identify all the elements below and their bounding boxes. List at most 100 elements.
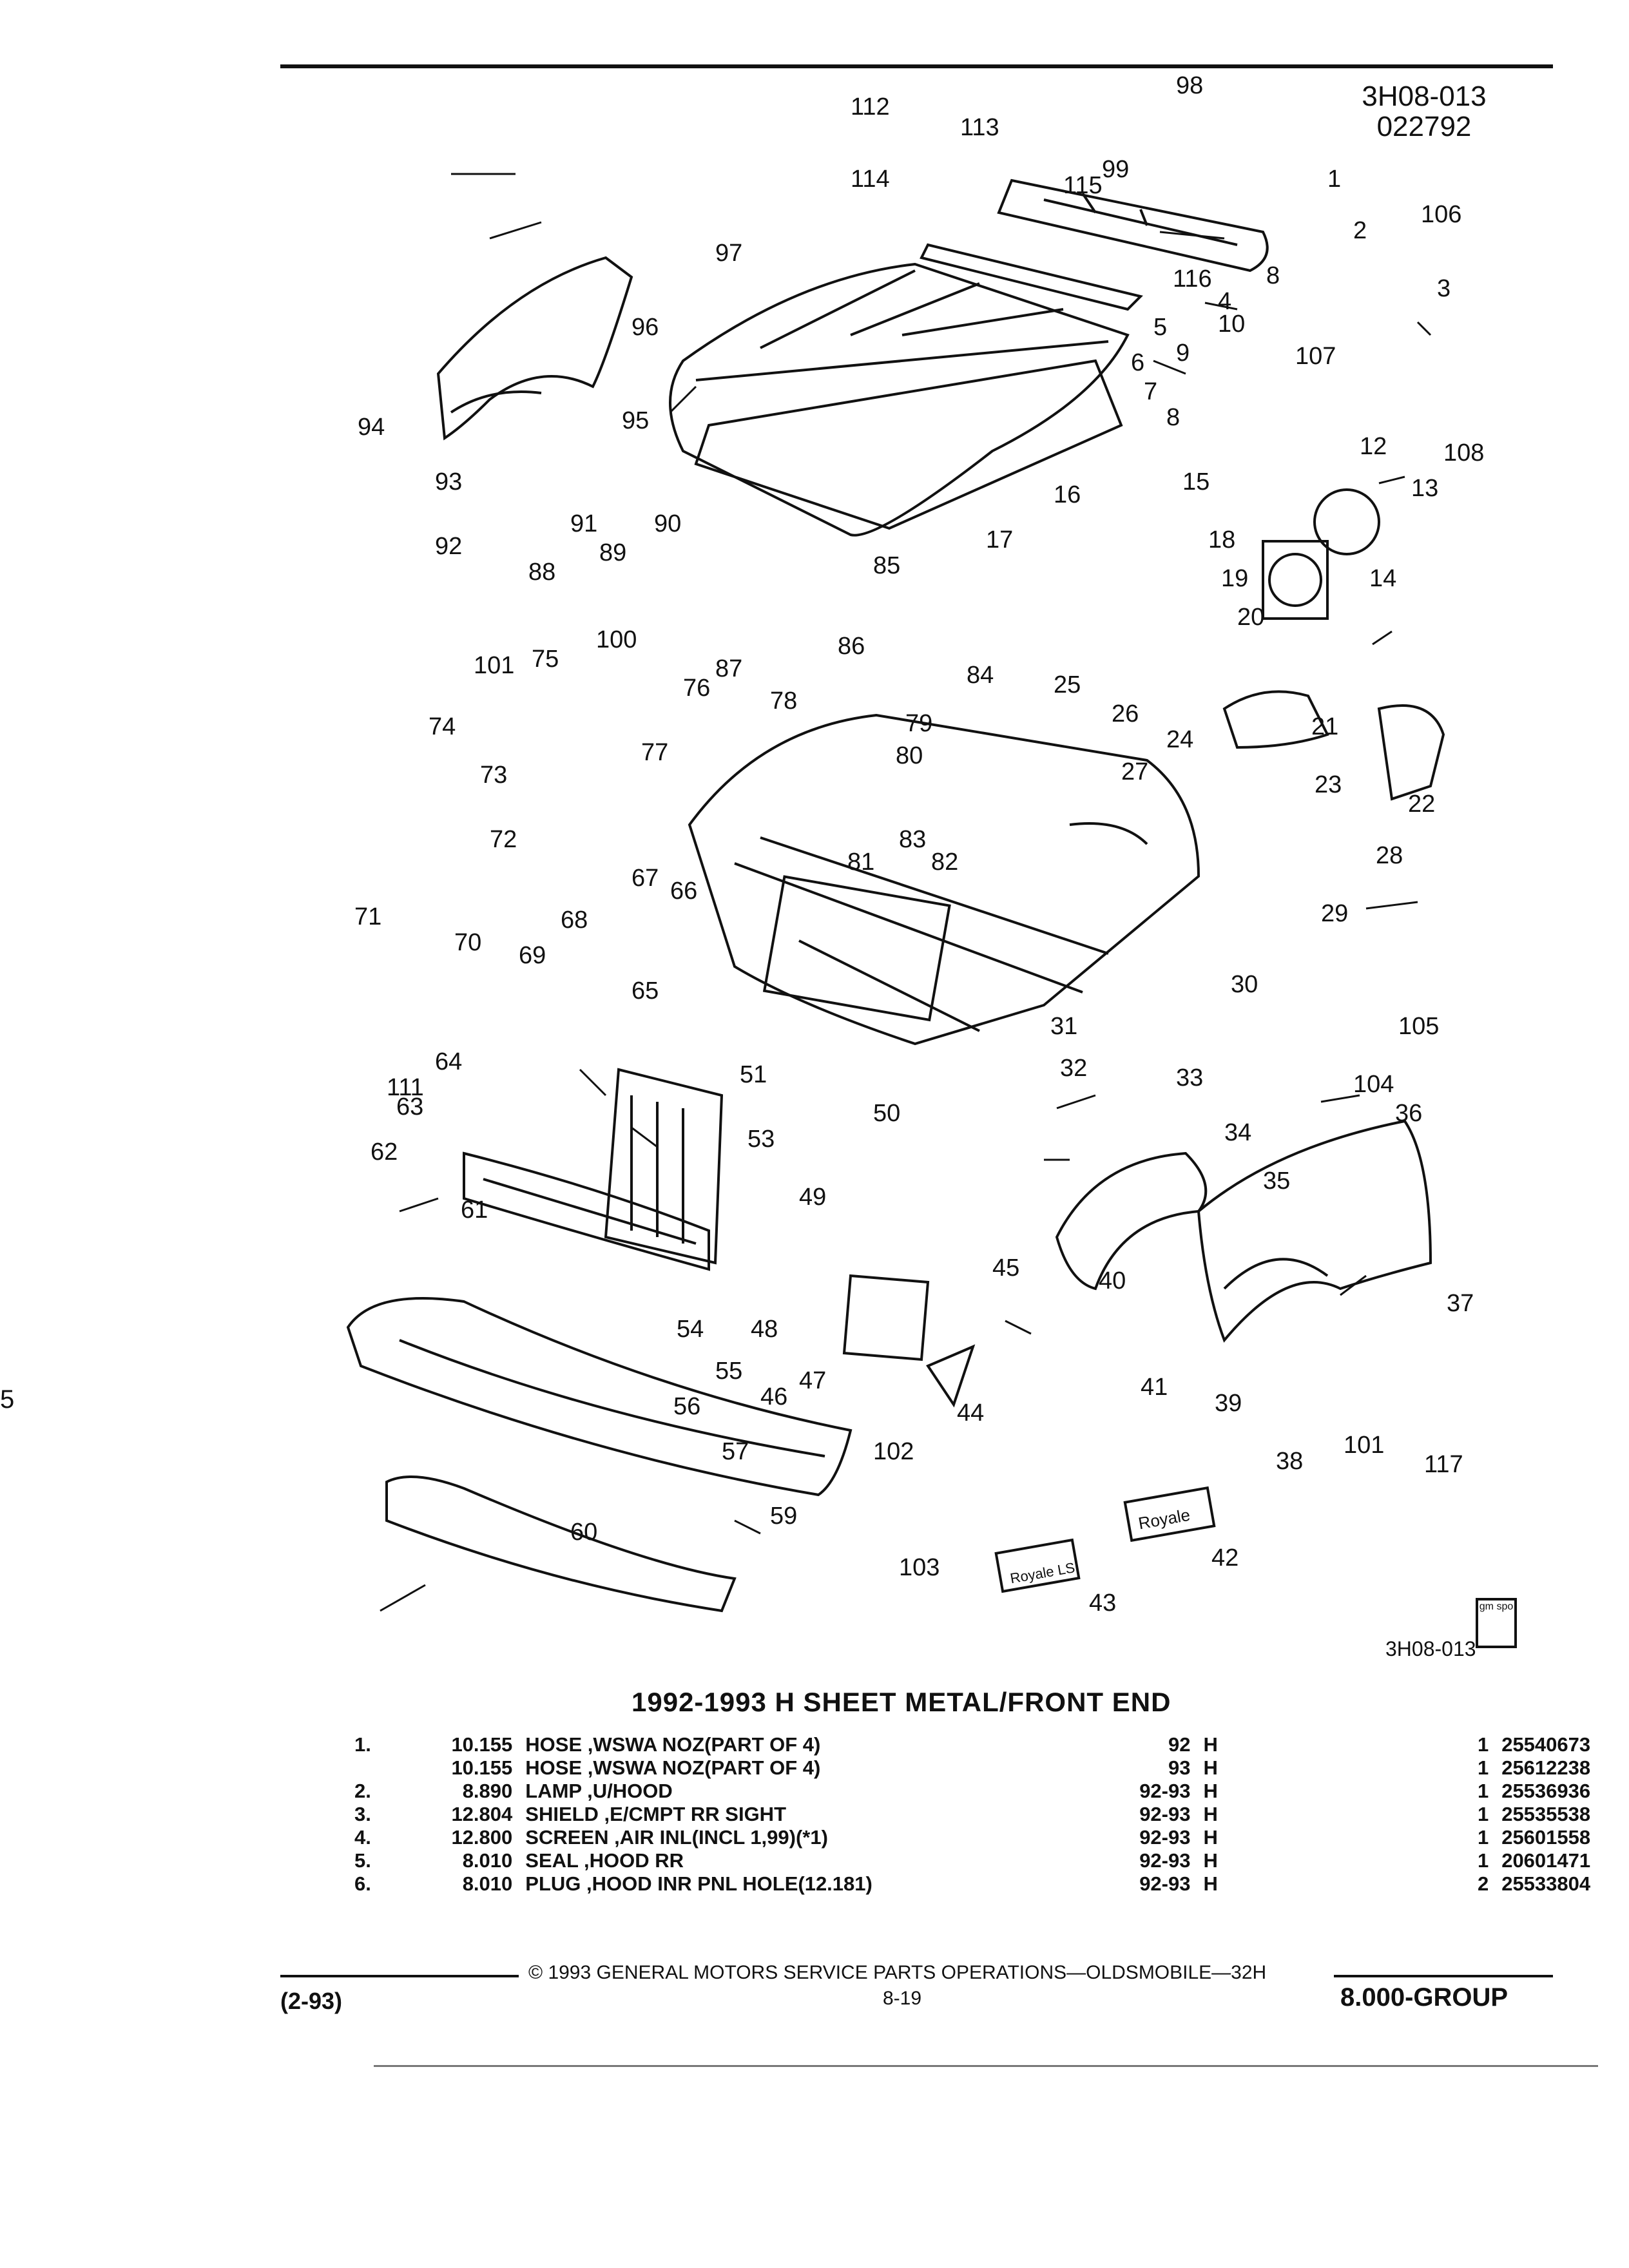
callout-44: 44 [957,1399,984,1427]
part-code: 10.155 [451,1756,513,1779]
part-number: 25536936 [1501,1780,1591,1802]
callout-17: 17 [986,526,1013,553]
callout-5: 5 [1153,314,1167,341]
callout-79: 78 [770,687,797,715]
part-years: 93 [1168,1756,1191,1779]
callout-15: 15 [1182,468,1210,495]
part-series: H [1203,1780,1218,1802]
callout-71: 70 [454,929,481,956]
callout-2: 2 [1353,217,1367,244]
callout-84: 83 [899,826,926,853]
part-series: H [1203,1803,1218,1825]
callout-9: 9 [1176,340,1190,367]
callout-1: 1 [1327,166,1341,193]
figure-code: 3H08-013 [1362,81,1487,112]
hood-drawing [669,262,1130,537]
part-code: 8.010 [462,1872,513,1895]
part-code: 10.155 [451,1733,513,1756]
callout-42: 42 [1211,1544,1239,1571]
callout-30: 30 [1231,971,1258,998]
callout-64: 63 [396,1093,423,1120]
part-number: 25601558 [1501,1826,1591,1849]
part-number: 25540673 [1501,1733,1591,1756]
cowl-screen-drawing [920,178,1269,311]
callout-33: 33 [1176,1064,1203,1091]
callout-23: 23 [1315,771,1342,798]
part-number: 25533804 [1501,1872,1591,1895]
part-description: LAMP ,U/HOOD [525,1780,673,1802]
callout-53: 51 [740,1061,767,1088]
callout-114: 113 [960,114,999,141]
callout-25: 25 [1054,671,1081,698]
callout-45: 45 [992,1254,1019,1282]
right-fender-drawing [1197,1119,1432,1343]
part-description: HOSE ,WSWA NOZ(PART OF 4) [525,1756,821,1779]
callout-19: 19 [1221,565,1248,592]
callout-82: 81 [847,849,874,876]
footer-rule-left [280,1975,519,1977]
part-years: 92-93 [1139,1872,1191,1895]
callout-89: 88 [528,559,555,586]
callout-14: 14 [1369,565,1396,592]
callout-96: 95 [622,407,649,434]
callout-62: 61 [461,1196,488,1224]
part-index: 6. [354,1872,371,1895]
date-code: 022792 [1376,111,1472,142]
callout-81: 80 [896,742,923,769]
emblem-label-royale: Royale [1137,1505,1191,1533]
callout-118: 117 [1424,1451,1463,1478]
callout-56: 55 [715,1358,742,1385]
part-index: 3. [354,1803,371,1825]
part-years: 92-93 [1139,1849,1191,1872]
callout-8a: 8 [1266,262,1280,289]
callout-43: 43 [1089,1590,1116,1617]
callout-75: 74 [429,713,456,740]
part-index: 2. [354,1780,371,1802]
callout-102: 101 [1344,1432,1384,1459]
air-duct-drawing [1222,690,1445,801]
callout-86: 85 [873,552,900,579]
revision-code: (2-93) [280,1988,343,2014]
callout-110: 107 [1295,343,1336,370]
exploded-parts-diagram: Royale LS Royale 112 113 98 99 1 114 115… [346,72,1484,1660]
callout-97: 96 [631,314,659,341]
callout-101a: 100 [596,626,637,653]
callout-21: 21 [1311,713,1338,740]
part-qty: 1 [1477,1756,1489,1779]
callout-36: 36 [1395,1100,1422,1127]
callout-104: 102 [873,1438,914,1465]
callout-34: 34 [1224,1119,1251,1146]
gm-spo-badge: gm spo [1476,1598,1517,1648]
callout-48: 46 [760,1383,787,1410]
part-years: 92 [1168,1733,1191,1756]
callout-67: 66 [670,878,697,905]
callout-37: 37 [1447,1290,1474,1317]
footer-rule-right [1334,1975,1553,1977]
callout-87: 86 [838,633,865,660]
callout-80: 79 [905,710,932,737]
callout-63: 62 [371,1139,398,1166]
part-number: 25612238 [1501,1756,1591,1779]
part-code: 12.804 [451,1803,513,1825]
callout-4: 4 [1218,288,1231,315]
callout-68: 67 [631,865,659,892]
part-index: 5. [354,1849,371,1872]
callout-59: 59 [770,1503,797,1530]
callout-49: 48 [751,1316,778,1343]
part-index: 4. [354,1826,371,1849]
part-series: H [1203,1849,1218,1872]
callout-100: 99 [1102,156,1129,183]
part-number: 25535538 [1501,1803,1591,1825]
bottom-scan-line [374,2065,1598,2067]
emblem-royale-ls [994,1538,1081,1593]
callout-107: 105 [1398,1013,1439,1040]
callout-28: 28 [1376,842,1403,869]
part-description: PLUG ,HOOD INR PNL HOLE(12.181) [525,1872,872,1895]
part-qty: 1 [1477,1780,1489,1802]
callout-94: 93 [435,468,462,495]
copyright-text: © 1993 GENERAL MOTORS SERVICE PARTS OPER… [528,1962,1267,1983]
radiator-drawing [604,1068,724,1265]
